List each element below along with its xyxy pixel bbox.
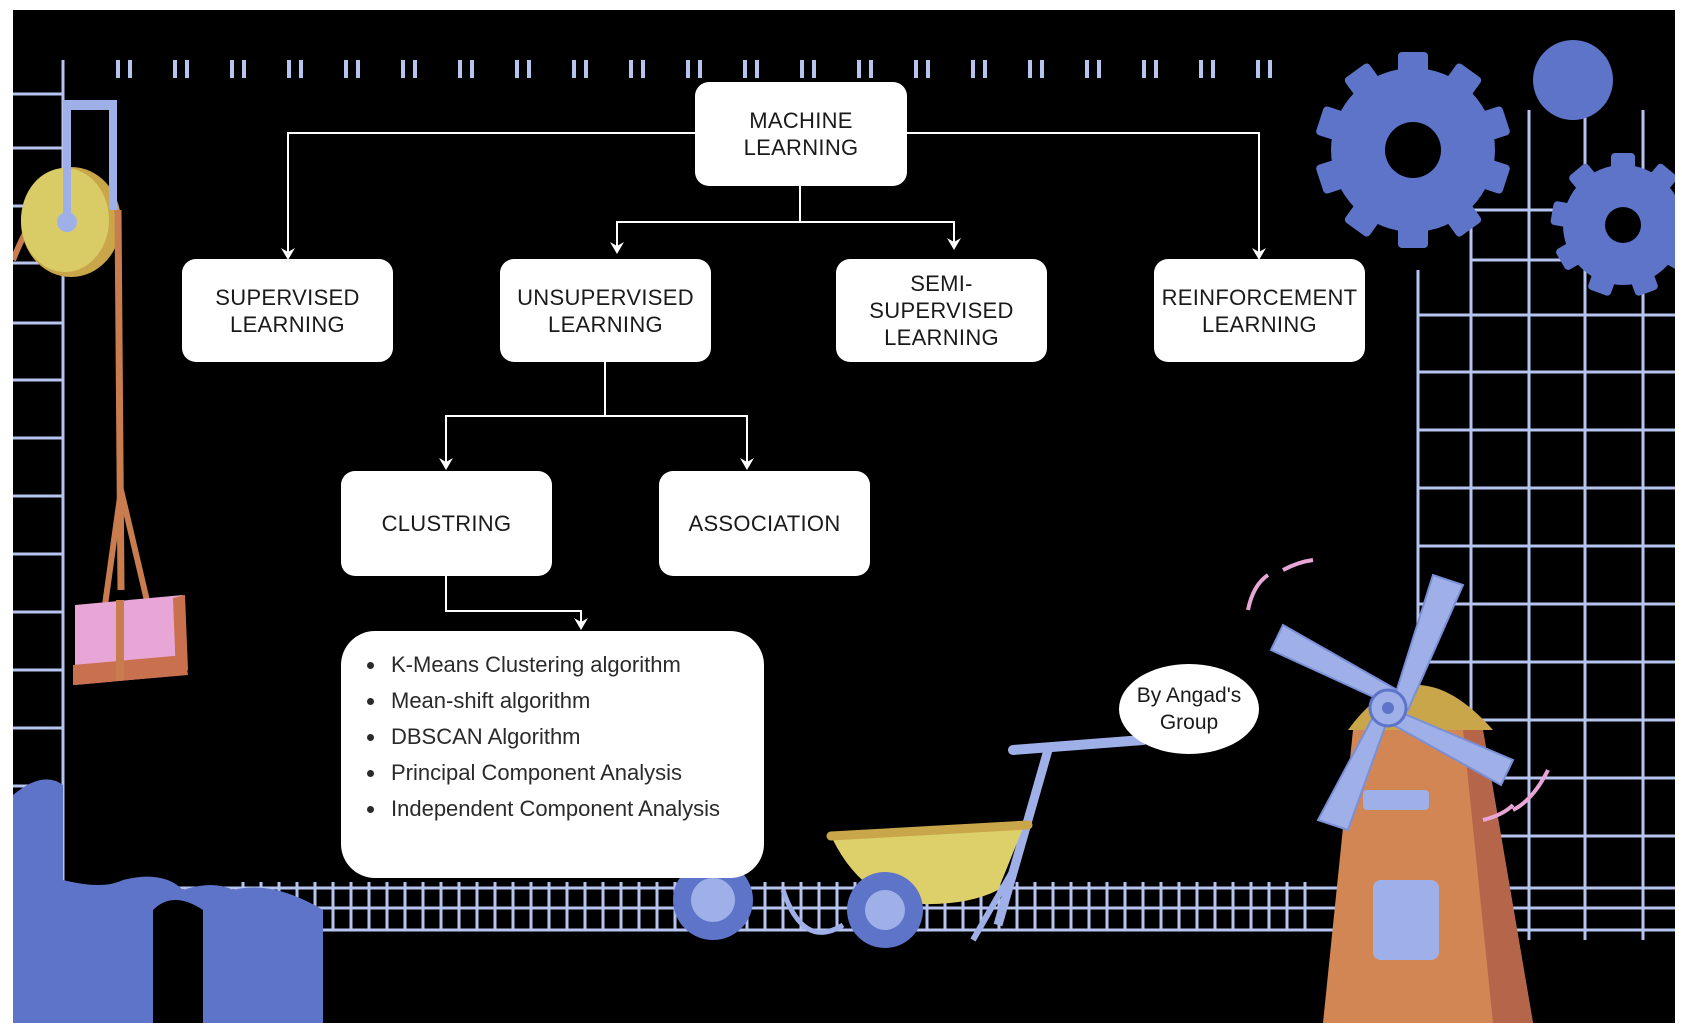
ground-shape-icon (13, 779, 323, 1023)
arrowheads (281, 238, 1266, 630)
wheelbarrow-icon (673, 735, 1148, 948)
node-label-line2: LEARNING (230, 311, 345, 337)
node-label-line2: LEARNING (548, 311, 663, 337)
credit-bubble: By Angad's Group (1119, 664, 1259, 754)
algorithm-list: K-Means Clustering algorithm Mean-shift … (361, 647, 754, 827)
windmill-icon (1246, 558, 1550, 1023)
node-label-line2: LEARNING (1202, 311, 1317, 337)
node-label-line2: LEARNING (743, 135, 859, 160)
edge-unsupervised-association (605, 415, 748, 466)
gear-icon (1316, 40, 1675, 296)
node-label-line1: SUPERVISED (215, 284, 360, 310)
node-label-line1: REINFORCEMENT (1161, 284, 1358, 310)
edge-root-supervised (287, 132, 696, 256)
diagram-connectors (287, 132, 1260, 626)
edge-root-reinforcement (906, 132, 1260, 256)
credit-line2: Group (1159, 711, 1219, 734)
node-machine-learning: MACHINE LEARNING (695, 82, 907, 186)
list-item: DBSCAN Algorithm (387, 719, 754, 755)
list-item: Principal Component Analysis (387, 755, 754, 791)
credit-line1: By Angad's (1136, 684, 1242, 707)
node-semi-supervised-learning: SEMI-SUPERVISED LEARNING (836, 259, 1047, 362)
node-supervised-learning: SUPERVISED LEARNING (182, 259, 393, 362)
algorithm-list-box: K-Means Clustering algorithm Mean-shift … (341, 631, 764, 878)
edge-root-semi-supervised (800, 221, 955, 248)
pulley-icon (13, 100, 151, 606)
node-unsupervised-learning: UNSUPERVISED LEARNING (500, 259, 711, 362)
top-border-ticks (116, 60, 1272, 78)
edge-unsupervised-clustering (445, 415, 605, 466)
node-reinforcement-learning: REINFORCEMENT LEARNING (1154, 259, 1365, 362)
node-label-line1: MACHINE (749, 108, 853, 133)
node-label-line1: SEMI-SUPERVISED (869, 271, 1014, 323)
edge-root-unsupervised (616, 221, 800, 252)
node-label: ASSOCIATION (688, 511, 841, 536)
node-label: CLUSTRING (381, 511, 512, 536)
crate-icon (73, 595, 188, 685)
list-item: Independent Component Analysis (387, 791, 754, 827)
edge-clustering-algorithms (445, 576, 582, 626)
list-item: K-Means Clustering algorithm (387, 647, 754, 683)
node-clustering: CLUSTRING (341, 471, 552, 576)
list-item: Mean-shift algorithm (387, 683, 754, 719)
node-label-line1: UNSUPERVISED (517, 284, 694, 310)
node-association: ASSOCIATION (659, 471, 870, 576)
decor-layer (13, 40, 1675, 1023)
node-label-line2: LEARNING (884, 325, 999, 350)
slide: MACHINE LEARNING SUPERVISED LEARNING UNS… (13, 10, 1675, 1023)
